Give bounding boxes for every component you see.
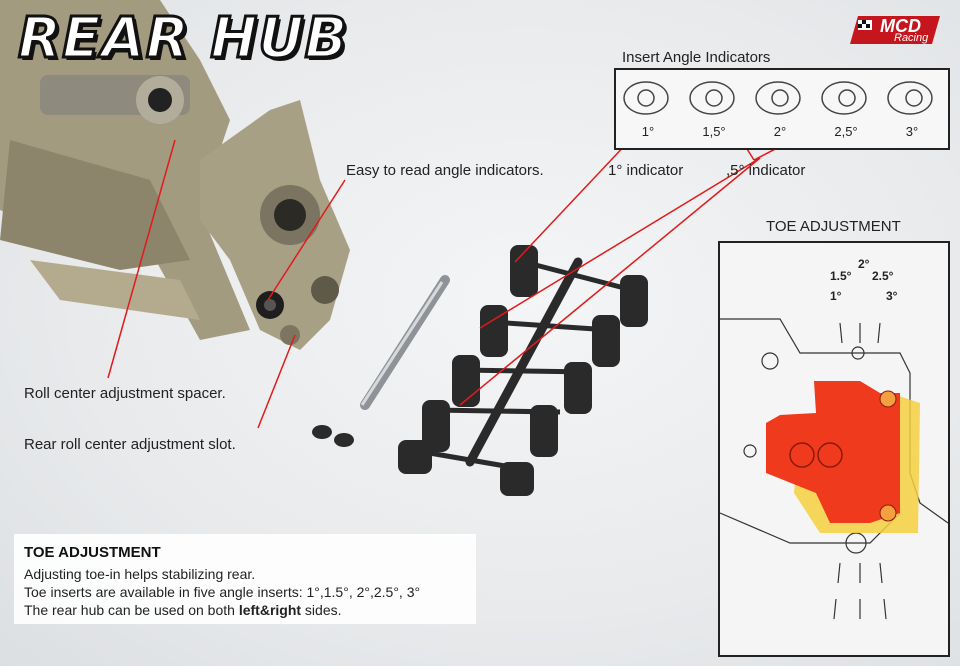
rear-hub-part [200, 100, 350, 350]
toe-insert-sprue [398, 245, 648, 496]
info-line-3-bold: left&right [238, 602, 302, 618]
info-line-3: The rear hub can be used on both left&ri… [24, 602, 342, 618]
callout-roll-center-slot: Rear roll center adjustment slot. [24, 436, 236, 453]
insert-indicators-heading: Insert Angle Indicators [622, 49, 771, 66]
info-box [14, 534, 476, 624]
indicator-label-3: 3° [905, 124, 919, 139]
toe-diagram-drawing [720, 318, 948, 620]
callout-one-degree: 1° indicator [608, 162, 684, 179]
set-screws [312, 425, 354, 447]
indicator-label-2: 2° [773, 124, 787, 139]
toe-diagram-heading: TOE ADJUSTMENT [766, 218, 901, 235]
indicator-label-1: 1° [641, 124, 655, 139]
logo-graphic [850, 16, 940, 44]
indicator-label-2-5: 2,5° [834, 124, 858, 139]
info-heading: TOE ADJUSTMENT [24, 544, 161, 561]
toe-deg-1-5: 1.5° [830, 269, 852, 283]
page-title: REAR HUB [16, 5, 349, 73]
info-line-3-prefix: The rear hub can be used on both [24, 602, 239, 618]
toe-deg-3: 3° [886, 289, 898, 303]
hinge-pin [360, 275, 450, 410]
toe-hub-red [766, 381, 900, 523]
callout-roll-center-spacer: Roll center adjustment spacer. [24, 385, 226, 402]
toe-deg-2: 2° [858, 257, 870, 271]
callout-easy-read: Easy to read angle indicators. [346, 162, 544, 179]
toe-deg-2-5: 2.5° [872, 269, 894, 283]
logo-brand: MCD [880, 16, 921, 36]
info-line-1: Adjusting toe-in helps stabilizing rear. [24, 566, 256, 582]
toe-deg-1: 1° [830, 289, 842, 303]
logo-sub: Racing [894, 32, 929, 44]
indicator-label-1-5: 1,5° [702, 124, 726, 139]
info-line-3-suffix: sides. [301, 602, 342, 618]
insert-indicators-panel: 1° 1,5° 2° 2,5° 3° [614, 68, 950, 150]
insert-rings [623, 81, 933, 115]
info-line-2: Toe inserts are available in five angle … [24, 584, 421, 600]
toe-diagram-panel: 1° 1.5° 2° 2.5° 3° [718, 241, 950, 657]
rear-arm-part [0, 0, 250, 340]
brand-logo: MCD Racing [850, 12, 942, 48]
callout-half-degree: ,5° indicator [726, 162, 806, 179]
